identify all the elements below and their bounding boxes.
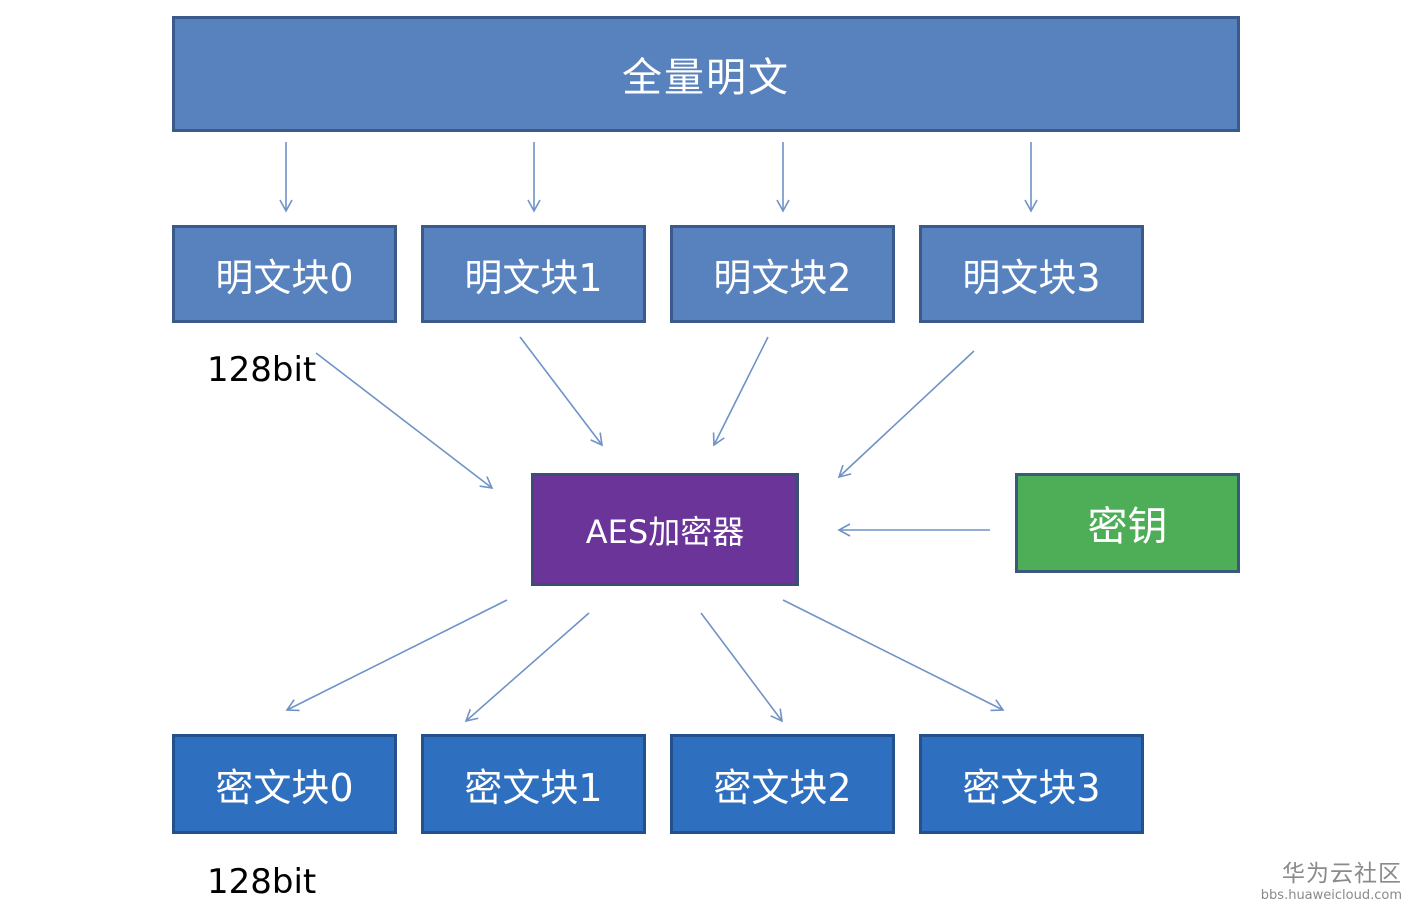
plain-block-label: 明文块1: [464, 255, 603, 300]
cipher-block-label: 密文块1: [464, 765, 603, 810]
cipher-block-0: 密文块0: [172, 734, 397, 834]
arrow-aes-to-cipher-1: [464, 612, 590, 723]
watermark-url: bbs.huaweicloud.com: [1260, 888, 1402, 903]
plain-block-size-label: 128bit: [207, 350, 317, 390]
watermark: 华为云社区 bbs.huaweicloud.com: [1260, 861, 1402, 903]
arrow-plain-2-to-aes: [712, 336, 769, 447]
cipher-block-label: 密文块2: [713, 765, 852, 810]
plain-block-3: 明文块3: [919, 225, 1144, 323]
arrow-plain-3-to-aes: [837, 350, 975, 479]
key-label: 密钥: [1087, 504, 1168, 550]
plain-block-label: 明文块0: [215, 255, 354, 300]
cipher-block-size-label: 128bit: [207, 862, 317, 902]
arrow-aes-to-cipher-2: [700, 612, 784, 723]
cipher-block-2: 密文块2: [670, 734, 895, 834]
plain-block-label: 明文块3: [962, 255, 1101, 300]
arrow-plain-0-to-aes: [315, 352, 494, 490]
plain-block-1: 明文块1: [421, 225, 646, 323]
plain-block-0: 明文块0: [172, 225, 397, 323]
cipher-block-1: 密文块1: [421, 734, 646, 834]
full-plaintext-label: 全量明文: [622, 55, 790, 101]
cipher-block-label: 密文块3: [962, 765, 1101, 810]
arrow-aes-to-cipher-0: [285, 599, 508, 712]
plain-block-label: 明文块2: [713, 255, 852, 300]
cipher-block-label: 密文块0: [215, 765, 354, 810]
cipher-block-3: 密文块3: [919, 734, 1144, 834]
aes-encryptor-label: AES加密器: [585, 512, 745, 551]
arrow-aes-to-cipher-3: [782, 599, 1005, 712]
key-box: 密钥: [1015, 473, 1240, 573]
full-plaintext-box: 全量明文: [172, 16, 1240, 132]
plain-block-2: 明文块2: [670, 225, 895, 323]
watermark-brand: 华为云社区: [1282, 861, 1402, 887]
arrow-plain-1-to-aes: [519, 336, 604, 447]
aes-encryptor-box: AES加密器: [531, 473, 799, 586]
